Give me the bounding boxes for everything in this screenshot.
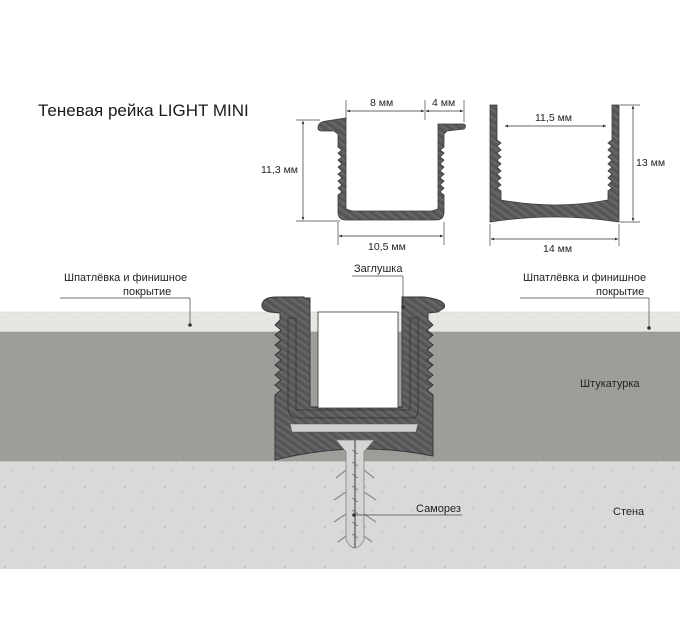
wall-layer [0, 461, 680, 569]
dim-8mm: 8 мм [370, 97, 393, 109]
label-putty-left-line2: покрытие [123, 286, 171, 298]
dim-11-5mm: 11,5 мм [535, 112, 572, 124]
profile-large: 11,5 мм 13 мм 14 мм [489, 104, 665, 255]
dim-14mm: 14 мм [543, 243, 572, 255]
dim-11-3mm: 11,3 мм [261, 164, 298, 176]
screw [333, 438, 377, 549]
profile-small: 8 мм 4 мм 11,3 мм 10,5 мм [261, 97, 466, 253]
label-putty-right-line1: Шпатлёвка и финишное [523, 272, 646, 284]
section-labels: Шпатлёвка и финишное покрытие Шпатлёвка … [60, 263, 651, 518]
label-plaster: Штукатурка [580, 378, 640, 390]
label-screw: Саморез [416, 503, 461, 515]
dim-4mm: 4 мм [432, 97, 455, 109]
wall-section [0, 296, 680, 569]
label-putty-right-line2: покрытие [596, 286, 644, 298]
diagram-title: Теневая рейка LIGHT MINI [38, 101, 249, 120]
label-wall: Стена [613, 506, 645, 518]
dim-13mm: 13 мм [636, 157, 665, 169]
label-cap: Заглушка [354, 263, 403, 275]
label-putty-left-line1: Шпатлёвка и финишное [64, 272, 187, 284]
dim-10-5mm: 10,5 мм [368, 241, 406, 253]
